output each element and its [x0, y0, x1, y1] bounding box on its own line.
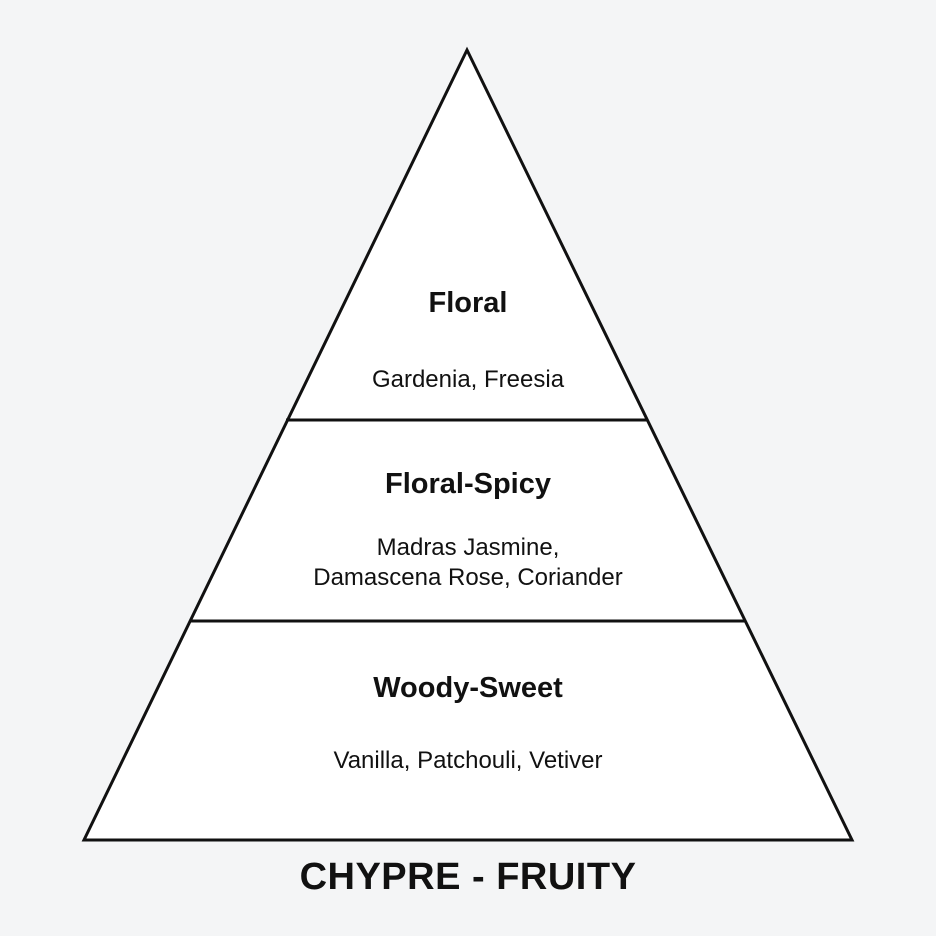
pyramid-outline	[81, 46, 855, 842]
tier-middle-label: Floral-Spicy	[385, 468, 551, 500]
tier-bottom-label: Woody-Sweet	[373, 672, 563, 704]
tier-top-notes: Gardenia, Freesia	[371, 366, 565, 393]
tier-bottom-notes: Vanilla, Patchouli, Vetiver	[333, 747, 603, 774]
diagram-title: CHYPRE - FRUITY	[299, 856, 637, 898]
tier-top-label: Floral	[428, 287, 508, 319]
tier-middle-notes: Madras Jasmine, Damascena Rose, Coriande…	[313, 534, 623, 591]
